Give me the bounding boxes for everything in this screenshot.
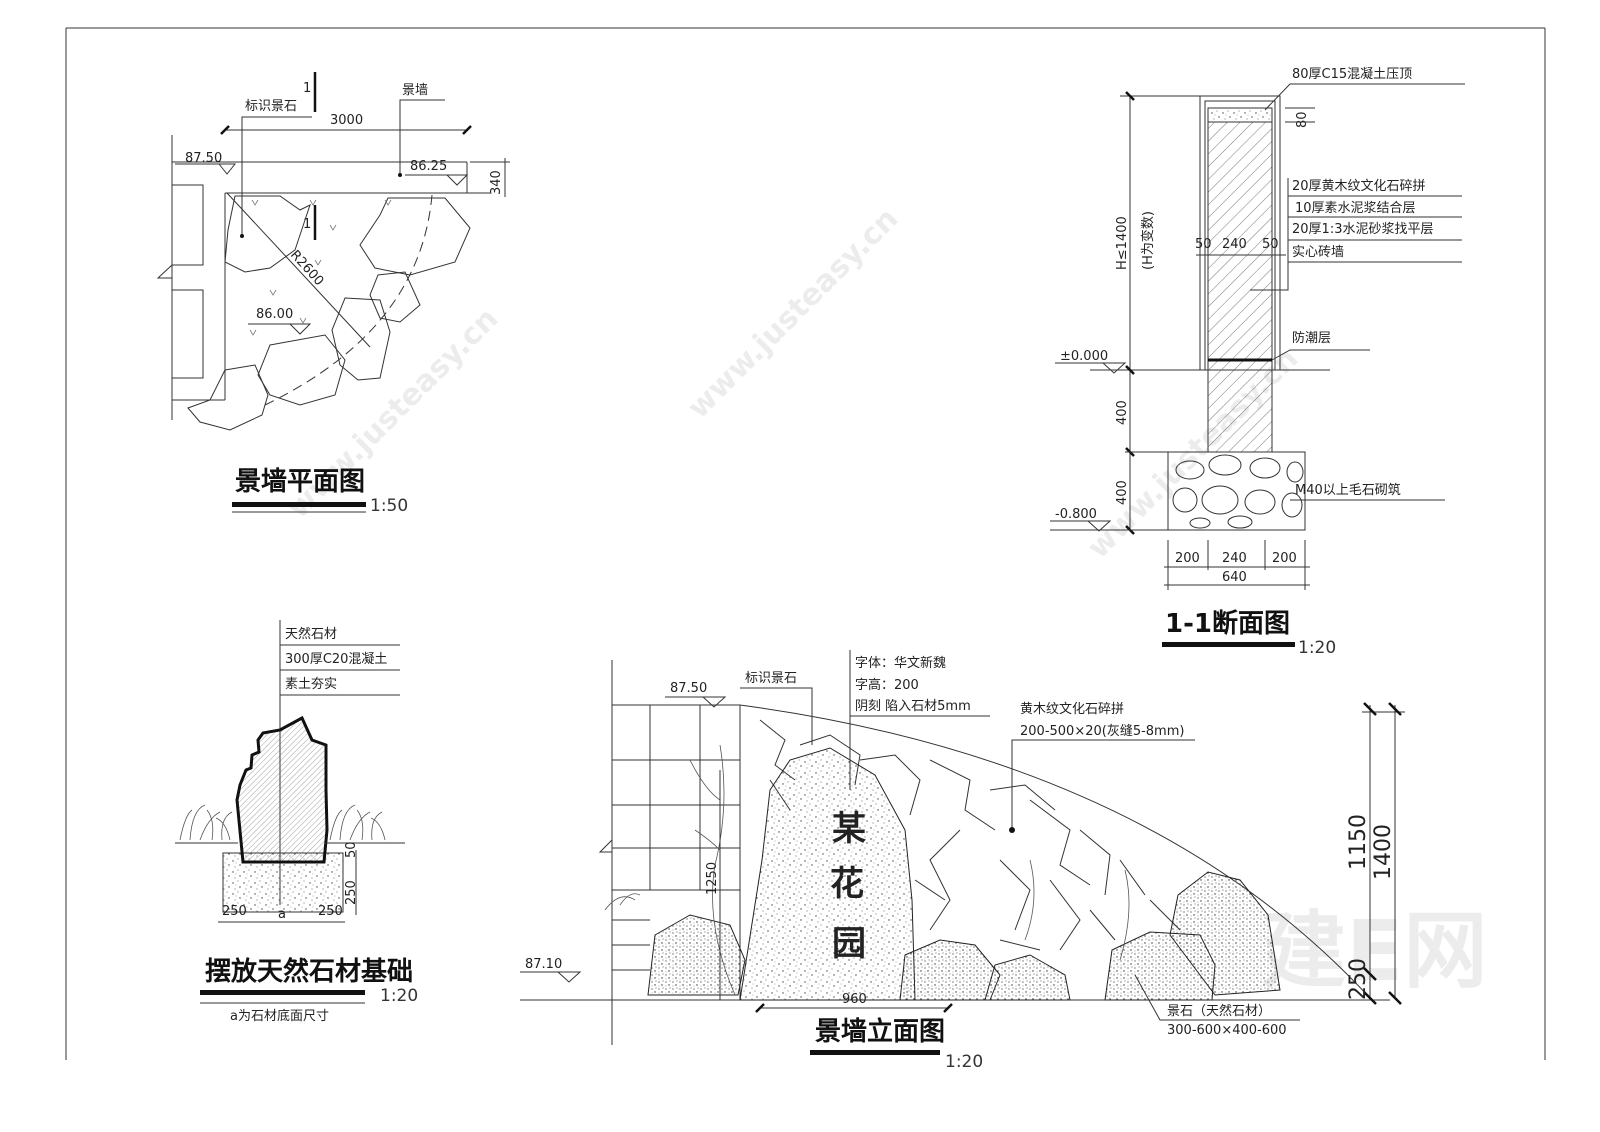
svg-text:实心砖墙: 实心砖墙 <box>1292 245 1344 260</box>
svg-text:960: 960 <box>842 992 867 1007</box>
svg-text:50: 50 <box>1262 237 1279 252</box>
svg-text:a为石材底面尺寸: a为石材底面尺寸 <box>230 1008 329 1024</box>
svg-text:87.10: 87.10 <box>525 957 562 972</box>
sign-stone <box>739 747 916 1001</box>
svg-text:±0.000: ±0.000 <box>1060 349 1108 364</box>
foundation-detail: 天然石材 300厚C20混凝土 素土夯实 250 a 250 250 50 摆放… <box>175 620 418 1024</box>
section-title: 1-1断面图 <box>1165 608 1290 639</box>
height-dims: 1150 1400 250 <box>1346 702 1405 1005</box>
svg-text:240: 240 <box>1222 551 1247 566</box>
svg-text:240: 240 <box>1222 237 1247 252</box>
svg-text:a: a <box>278 907 286 922</box>
svg-text:300厚C20混凝土: 300厚C20混凝土 <box>285 651 387 667</box>
svg-text:640: 640 <box>1222 570 1247 585</box>
svg-text:20厚黄木纹文化石碎拼: 20厚黄木纹文化石碎拼 <box>1292 179 1426 194</box>
svg-text:(H为变数): (H为变数) <box>1140 211 1156 270</box>
layer-labels: 20厚黄木纹文化石碎拼 10厚素水泥浆结合层 20厚1:3水泥砂浆找平层 实心砖… <box>1250 178 1462 291</box>
svg-text:50: 50 <box>344 841 359 858</box>
svg-text:87.50: 87.50 <box>670 681 707 696</box>
natural-stone <box>235 715 329 864</box>
plan-label-sign-stone: 标识景石 <box>245 99 297 114</box>
svg-text:400: 400 <box>1115 480 1130 505</box>
svg-text:300-600×400-600: 300-600×400-600 <box>1167 1023 1287 1038</box>
engraved-stone-text: 某 花 园 <box>830 809 866 964</box>
svg-text:R2600: R2600 <box>287 248 326 289</box>
svg-text:天然石材: 天然石材 <box>285 626 337 642</box>
plan-title: 景墙平面图 <box>235 467 365 497</box>
svg-text:景石（天然石材）: 景石（天然石材） <box>1167 1003 1271 1019</box>
svg-text:86.25: 86.25 <box>410 159 447 174</box>
svg-text:80厚C15混凝土压顶: 80厚C15混凝土压顶 <box>1292 66 1412 82</box>
svg-text:20厚1:3水泥砂浆找平层: 20厚1:3水泥砂浆找平层 <box>1292 222 1433 237</box>
grass-tufts <box>179 804 386 841</box>
wall-arc <box>739 704 1371 999</box>
svg-text:标识景石: 标识景石 <box>745 671 797 686</box>
section-view: H≤1400 (H为变数) 400 400 ±0.000 -0.800 200 … <box>1050 66 1465 658</box>
svg-text:-0.800: -0.800 <box>1055 507 1097 522</box>
plan-stones <box>187 195 471 431</box>
svg-text:87.50: 87.50 <box>185 151 222 166</box>
svg-text:景墙: 景墙 <box>402 83 428 98</box>
svg-text:250: 250 <box>344 880 359 905</box>
svg-text:1:20: 1:20 <box>1298 638 1336 658</box>
svg-text:250: 250 <box>318 904 343 919</box>
svg-text:80: 80 <box>1295 111 1310 128</box>
svg-text:400: 400 <box>1115 400 1130 425</box>
footing-dims: 200 240 200 640 <box>1164 540 1310 590</box>
svg-text:www.justeasy.cn: www.justeasy.cn <box>681 201 905 425</box>
plan-view: 1 1 标识景石 景墙 3000 340 87.50 86.25 R2600 8… <box>156 72 510 516</box>
sheet-frame <box>65 27 1546 1060</box>
svg-text:阴刻 陷入石材5mm: 阴刻 陷入石材5mm <box>855 699 971 714</box>
svg-text:防潮层: 防潮层 <box>1292 330 1331 346</box>
svg-text:素土夯实: 素土夯实 <box>285 677 337 692</box>
svg-text:花: 花 <box>830 864 864 904</box>
elevation-view: 87.10 某 花 园 87.50 <box>520 650 1405 1072</box>
svg-text:200: 200 <box>1175 551 1200 566</box>
svg-text:1250: 1250 <box>705 862 720 895</box>
svg-text:1150: 1150 <box>1346 814 1371 870</box>
svg-text:340: 340 <box>489 170 504 195</box>
svg-text:1: 1 <box>303 81 311 96</box>
svg-text:建E网: 建E网 <box>1262 902 1487 1000</box>
foundation-title: 摆放天然石材基础 <box>205 956 413 987</box>
svg-text:某: 某 <box>832 809 866 849</box>
svg-text:黄木纹文化石碎拼: 黄木纹文化石碎拼 <box>1020 702 1124 717</box>
svg-text:10厚素水泥浆结合层: 10厚素水泥浆结合层 <box>1295 201 1416 216</box>
svg-text:H≤1400: H≤1400 <box>1115 216 1130 270</box>
svg-text:200: 200 <box>1272 551 1297 566</box>
svg-text:1400: 1400 <box>1371 824 1396 880</box>
svg-text:3000: 3000 <box>330 113 363 128</box>
svg-text:M40以上毛石砌筑: M40以上毛石砌筑 <box>1295 482 1401 498</box>
svg-text:1:20: 1:20 <box>945 1052 983 1072</box>
svg-text:250: 250 <box>222 904 247 919</box>
svg-text:200-500×20(灰缝5-8mm): 200-500×20(灰缝5-8mm) <box>1020 724 1184 739</box>
rubble-footing <box>1167 451 1306 531</box>
elevation-title: 景墙立面图 <box>815 1016 945 1047</box>
radius-line <box>226 192 371 348</box>
svg-text:1: 1 <box>303 217 311 232</box>
svg-text:1:20: 1:20 <box>380 986 418 1006</box>
svg-text:园: 园 <box>832 924 866 964</box>
svg-text:50: 50 <box>1195 237 1212 252</box>
svg-text:250: 250 <box>1346 958 1371 1000</box>
svg-text:字高：200: 字高：200 <box>855 677 919 693</box>
svg-text:86.00: 86.00 <box>256 307 293 322</box>
svg-text:1:50: 1:50 <box>370 496 408 516</box>
svg-text:字体：华文新魏: 字体：华文新魏 <box>855 655 946 671</box>
